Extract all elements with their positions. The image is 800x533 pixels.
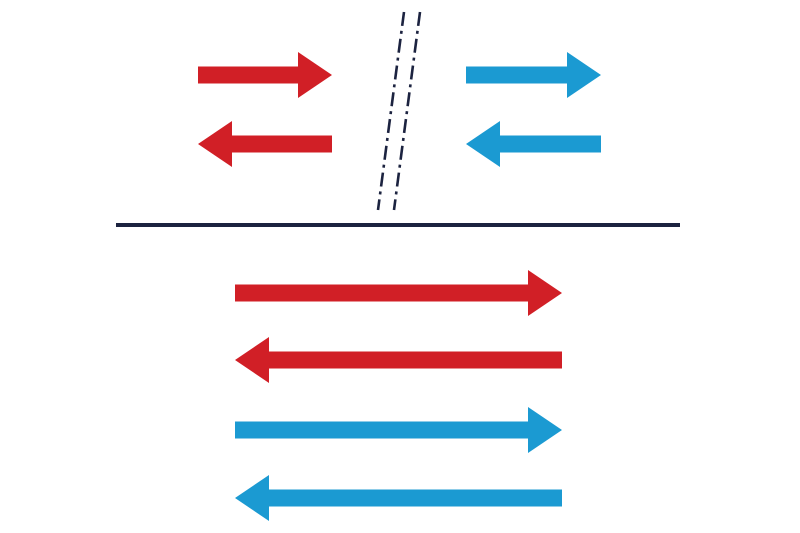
break-mark-left-line [376,11,406,211]
bottom-blue-arrow-left [235,475,562,521]
top-right-blue-arrow-left [466,121,601,167]
bottom-red-arrow-right [235,270,562,316]
bottom-red-arrow-left [235,337,562,383]
top-left-red-arrow-right [198,52,332,98]
top-right-blue-arrow-right [466,52,601,98]
break-mark-right-line [392,11,422,211]
bottom-blue-arrow-right [235,407,562,453]
top-left-red-arrow-left [198,121,332,167]
